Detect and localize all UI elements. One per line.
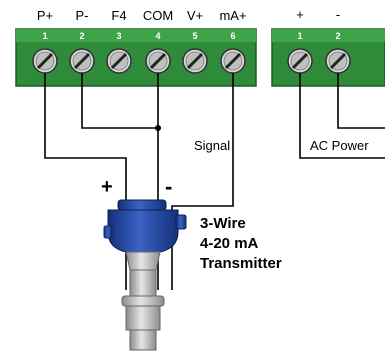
- wire-p-plus: [44, 73, 127, 290]
- minus-sign: -: [165, 174, 172, 199]
- terminal-label-ac-minus: -: [336, 7, 340, 22]
- screw-icon: [106, 48, 132, 74]
- terminal-label-ma-plus: mA+: [219, 8, 246, 23]
- screw-icon: [287, 48, 313, 74]
- wire-ac-plus: [299, 73, 385, 159]
- terminal-label-p-plus: P+: [37, 8, 53, 23]
- terminal-label-com: COM: [143, 8, 173, 23]
- terminal-label-p-minus: P-: [76, 8, 89, 23]
- terminal-number-1: 1: [42, 31, 47, 41]
- transmitter-icon: [103, 199, 187, 351]
- ac-terminal-number-2: 2: [335, 31, 340, 41]
- terminal-screws-block-1: [32, 48, 246, 74]
- plus-sign: +: [101, 176, 113, 198]
- terminal-number-4: 4: [155, 31, 160, 41]
- screw-icon: [182, 48, 208, 74]
- junction-dot: [155, 125, 161, 131]
- transmitter-label-line1: 3-Wire: [200, 215, 246, 232]
- screw-icon: [69, 48, 95, 74]
- screw-icon: [32, 48, 58, 74]
- terminal-screws-block-2: [287, 48, 351, 74]
- screw-icon: [325, 48, 351, 74]
- transmitter-label-line3: Transmitter: [200, 255, 282, 272]
- terminal-number-2: 2: [79, 31, 84, 41]
- screw-icon: [145, 48, 171, 74]
- transmitter-label-line2: 4-20 mA: [200, 235, 259, 252]
- terminal-number-3: 3: [116, 31, 121, 41]
- ac-power-label: AC Power: [310, 138, 369, 153]
- terminal-label-f4: F4: [111, 8, 126, 23]
- signal-label: Signal: [194, 138, 230, 153]
- ac-terminal-number-1: 1: [297, 31, 302, 41]
- terminal-number-5: 5: [192, 31, 197, 41]
- terminal-label-ac-plus: +: [296, 7, 304, 22]
- terminal-number-6: 6: [230, 31, 235, 41]
- terminal-label-v-plus: V+: [187, 8, 203, 23]
- screw-icon: [220, 48, 246, 74]
- wire-p-minus: [81, 73, 158, 129]
- wire-ac-minus: [337, 73, 385, 129]
- wire-ma-plus: [171, 73, 234, 290]
